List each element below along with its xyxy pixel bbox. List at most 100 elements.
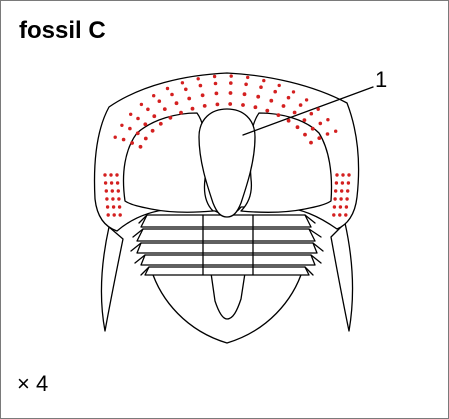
fringe-pit xyxy=(345,197,348,200)
label-1: 1 xyxy=(375,67,387,92)
fringe-pit xyxy=(341,181,344,184)
fringe-pit xyxy=(104,181,107,184)
fringe-pit xyxy=(339,197,342,200)
fringe-pit xyxy=(341,173,344,176)
fringe-pit xyxy=(140,103,143,106)
fringe-pit xyxy=(346,189,349,192)
fringe-pit xyxy=(203,104,207,108)
thorax-segment-5 xyxy=(145,267,309,275)
fringe-pit xyxy=(296,125,300,129)
fringe-pit xyxy=(175,101,179,105)
fringe-pit xyxy=(214,82,218,86)
fringe-pit xyxy=(166,87,169,90)
fringe-pit xyxy=(299,103,303,107)
fringe-pit xyxy=(244,83,248,87)
fringe-pit xyxy=(269,99,273,103)
fringe-pit xyxy=(201,93,205,97)
fringe-pit xyxy=(319,122,323,126)
fringe-pit xyxy=(317,136,321,140)
fringe-pit xyxy=(256,95,260,99)
fringe-pit xyxy=(151,129,155,133)
fringe-pit xyxy=(136,131,140,135)
fringe-pit xyxy=(345,205,348,208)
fringe-pit xyxy=(109,173,112,176)
fringe-pit xyxy=(105,197,108,200)
fringe-pit xyxy=(103,173,106,176)
fringe-pit xyxy=(114,136,117,139)
fringe-pit xyxy=(243,92,247,96)
fringe-pit xyxy=(303,118,307,122)
fringe-pit xyxy=(335,181,338,184)
pygidium xyxy=(151,269,303,343)
fringe-pit xyxy=(277,113,281,117)
fringe-pit xyxy=(262,79,265,82)
fringe-pit xyxy=(184,88,188,92)
fringe-pit xyxy=(117,197,120,200)
fringe-pit xyxy=(122,138,126,142)
fringe-pit xyxy=(229,91,233,95)
fringe-pit xyxy=(146,108,150,112)
fringe-pit xyxy=(241,103,245,107)
fringe-pit xyxy=(310,112,314,116)
fringe-pit xyxy=(179,111,183,115)
fringe-pit xyxy=(119,213,122,216)
fringe-pit xyxy=(259,85,263,89)
fringe-pit xyxy=(197,77,200,80)
fringe-pit xyxy=(181,81,184,84)
thorax-segment-3 xyxy=(137,243,317,253)
fringe-pit xyxy=(105,189,108,192)
fringe-pit xyxy=(338,213,341,216)
fringe-pit xyxy=(334,189,337,192)
fringe-pit xyxy=(339,205,342,208)
fringe-pit xyxy=(326,132,330,136)
fringe-pit xyxy=(170,93,174,97)
fringe-pit xyxy=(187,97,191,101)
fringe-pit xyxy=(230,74,233,77)
fringe-pit xyxy=(107,213,110,216)
fringe-pit xyxy=(344,213,347,216)
fringe-pit xyxy=(334,130,337,133)
fringe-pit xyxy=(110,181,113,184)
fringe-pit xyxy=(169,116,173,120)
fringe-pit xyxy=(144,137,148,141)
fringe-pit xyxy=(115,173,118,176)
fringe-pit xyxy=(347,173,350,176)
fringe-pit xyxy=(116,181,119,184)
fringe-pit xyxy=(159,122,163,126)
fringe-pit xyxy=(120,124,123,127)
fringe-pit xyxy=(128,127,132,131)
left-genal-spine xyxy=(102,227,123,331)
fringe-pit xyxy=(282,104,286,108)
fringe-pit xyxy=(311,127,315,131)
fringe-pit xyxy=(129,113,132,116)
fringe-pit xyxy=(118,205,121,208)
fringe-pit xyxy=(317,108,320,111)
right-genal-spine xyxy=(331,223,352,331)
fringe-pit xyxy=(158,99,162,103)
fringe-pit xyxy=(228,102,232,106)
fringe-pit xyxy=(113,213,116,216)
magnification-label: × 4 xyxy=(17,371,48,397)
fringe-pit xyxy=(326,118,329,121)
fringe-pit xyxy=(305,98,308,101)
fringe-pit xyxy=(215,92,219,96)
fringe-pit xyxy=(265,109,269,113)
fringe-pit xyxy=(309,141,313,145)
fringe-pit xyxy=(273,90,277,94)
fringe-pit xyxy=(287,96,291,100)
fringe-pit xyxy=(117,189,120,192)
fringe-pit xyxy=(152,114,156,118)
fringe-pit xyxy=(139,145,143,149)
thorax-segment-2 xyxy=(137,229,315,241)
fringe-pit xyxy=(246,76,249,79)
fringe-pit xyxy=(111,189,114,192)
fringe-pit xyxy=(136,117,140,121)
fringe-pit xyxy=(254,105,258,109)
fringe-pit xyxy=(111,197,114,200)
fringe-pit xyxy=(213,75,216,78)
fringe-pit xyxy=(335,173,338,176)
fringe-pit xyxy=(333,205,336,208)
fringe-pit xyxy=(332,213,335,216)
